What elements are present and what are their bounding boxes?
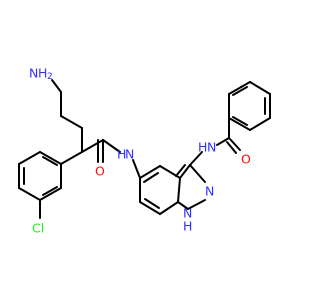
amine-h: H xyxy=(38,66,47,81)
amide-nh-label: H N xyxy=(117,147,134,162)
amide2-nh-label: H N xyxy=(198,140,216,155)
amide2-nh-h: H xyxy=(198,140,207,155)
chlorine-label: Cl xyxy=(32,221,44,236)
side-chain xyxy=(51,79,104,153)
amide-nh-h: H xyxy=(117,147,126,162)
indazole-n-labels: N N H xyxy=(183,184,214,234)
benzoyl-ring xyxy=(228,81,271,131)
amide-nh-n: N xyxy=(125,147,134,162)
carbonyl-oxygen-1: O xyxy=(95,164,105,179)
indazole-n1: N xyxy=(205,184,214,199)
indazole-n2: N xyxy=(183,206,192,221)
amide2-nh-n: N xyxy=(207,140,216,155)
chlorophenyl-ring xyxy=(18,151,83,219)
indazole-core xyxy=(139,164,206,215)
amine-n: N xyxy=(29,66,38,81)
amine-subscript: 2 xyxy=(47,72,53,82)
benzamide-group xyxy=(189,117,241,166)
carbonyl-oxygen-2: O xyxy=(241,152,251,167)
amine-label: N H 2 xyxy=(29,66,53,83)
structure-drawing: N H 2 H N O H N O Cl N N H xyxy=(18,66,271,236)
molecule-diagram: N H 2 H N O H N O Cl N N H xyxy=(18,66,271,236)
indazole-nh-h: H xyxy=(183,219,192,234)
